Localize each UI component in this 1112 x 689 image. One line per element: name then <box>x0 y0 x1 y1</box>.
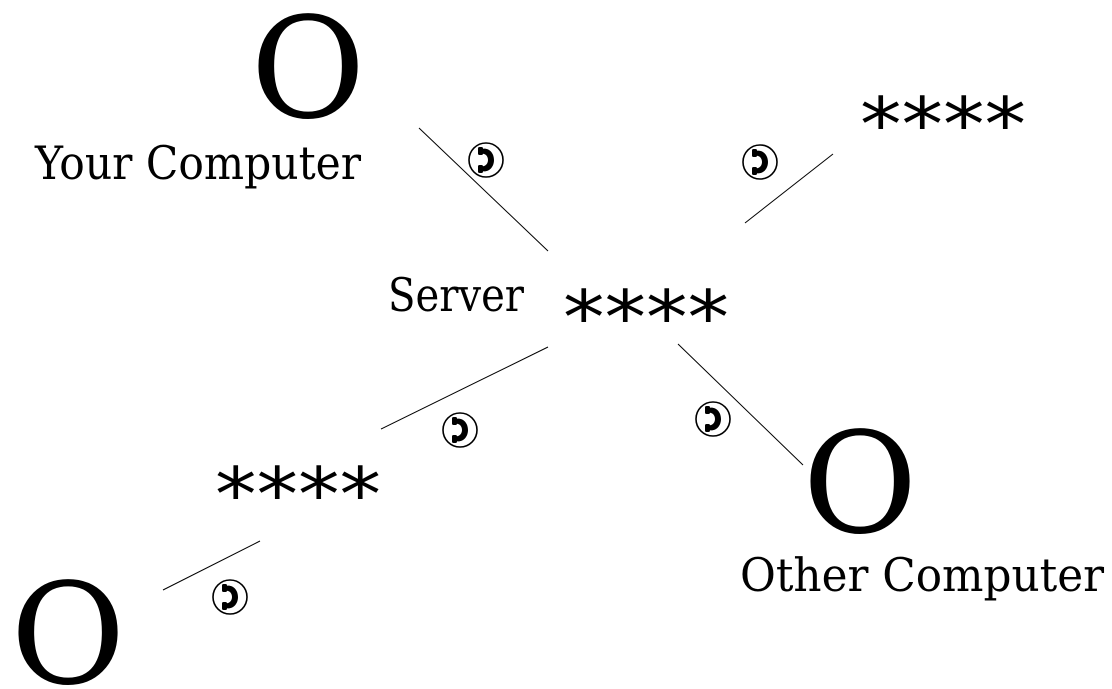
other-computer-label: Other Computer <box>740 548 1104 602</box>
link-relay-bottom-left-computer <box>162 540 261 591</box>
relay-top-right-stars: **** <box>860 82 1026 168</box>
computer-circle-icon: O <box>803 403 918 566</box>
node-your-computer: O Your Computer <box>34 0 365 190</box>
relay-bottom-left-stars: **** <box>215 452 381 538</box>
phone-icon <box>442 412 478 448</box>
link-your-computer-server <box>418 127 549 252</box>
link-server-other-computer <box>677 343 804 466</box>
node-bottom-left-computer: O <box>11 554 126 689</box>
phone-icon <box>212 579 248 615</box>
server-label: Server <box>388 268 524 322</box>
node-relay-top-right: **** <box>860 82 1026 168</box>
phone-icon <box>742 144 778 180</box>
server-stars: **** <box>563 275 729 361</box>
node-server: Server **** <box>388 268 729 361</box>
computer-circle-icon: O <box>11 554 126 689</box>
computer-circle-icon: O <box>251 0 366 151</box>
your-computer-label: Your Computer <box>34 136 361 190</box>
node-relay-bottom-left: **** <box>215 452 381 538</box>
link-server-relay-top-right <box>744 153 834 224</box>
phone-icon <box>468 142 504 178</box>
phone-icon <box>695 401 731 437</box>
node-other-computer: O Other Computer <box>740 403 1104 602</box>
links <box>162 127 834 591</box>
link-server-relay-bottom-left <box>380 346 549 430</box>
phone-icons <box>212 142 778 615</box>
